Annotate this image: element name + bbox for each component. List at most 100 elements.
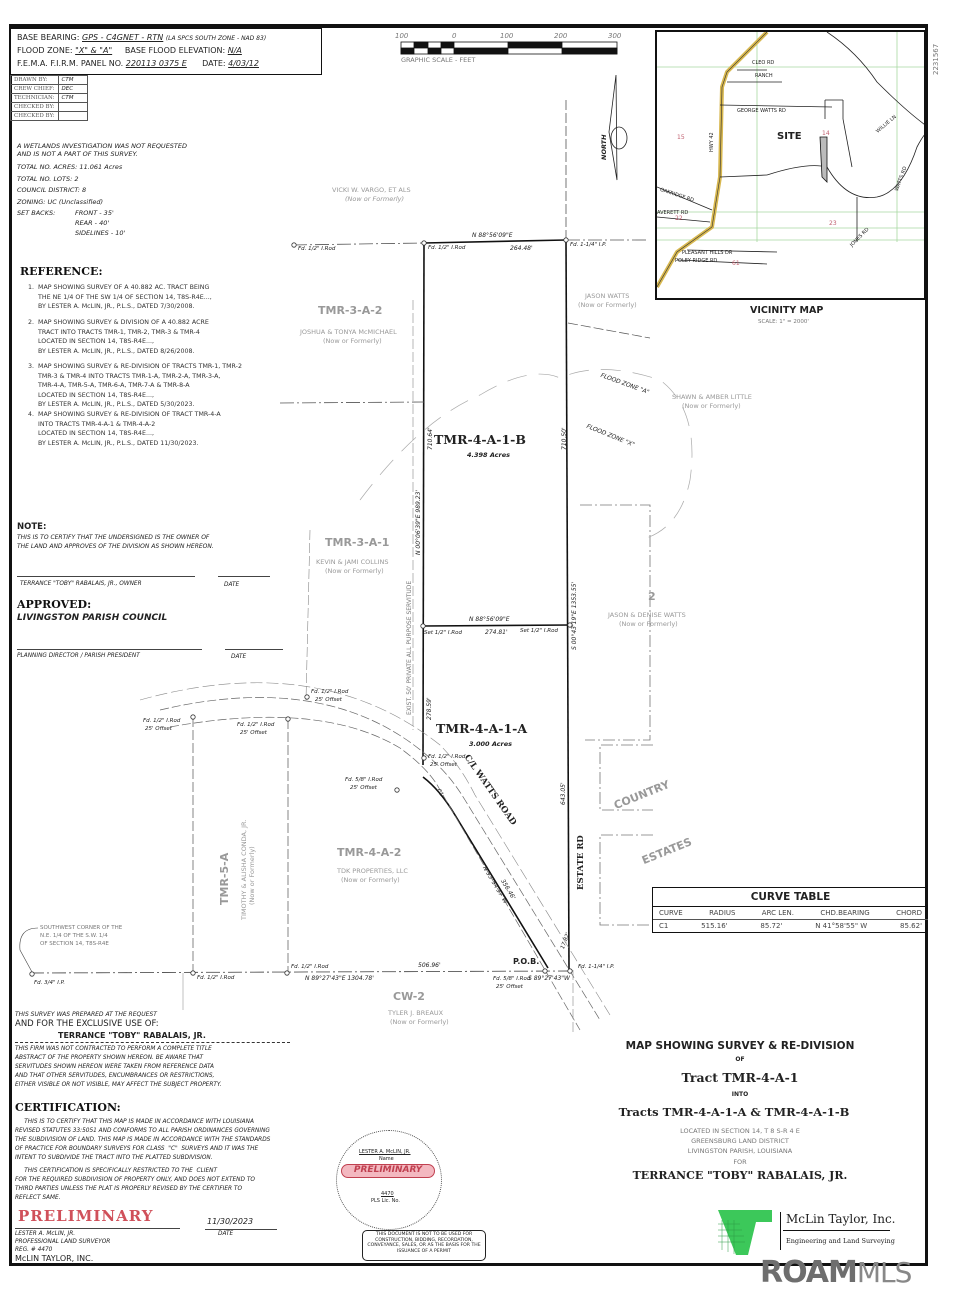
section-number: 15 [677, 134, 685, 141]
mclin-taylor-logo [718, 1210, 772, 1255]
reference-item: 4. MAP SHOWING SURVEY & RE-DIVISION OF T… [28, 411, 221, 447]
country-estates-lot-1 [580, 504, 651, 741]
watts-road-centerline [422, 776, 549, 969]
cell: C1 [659, 922, 669, 930]
crew-label: CHECKED BY: [10, 111, 59, 121]
flood-zone-boundary [359, 369, 693, 541]
road-label: CLEO RD [752, 60, 775, 66]
bfe-label: BASE FLOOD ELEVATION: [124, 46, 226, 55]
scale-tick: 100 [500, 32, 514, 40]
crew-row: TECHNICIAN:CTM [10, 93, 88, 103]
seal-license-label: PLS Lic. No. [371, 1198, 400, 1204]
road-label: RANCH [755, 73, 773, 79]
reference-item: 2. MAP SHOWING SURVEY & DIVISION OF A 40… [28, 319, 209, 355]
surveyor-signature-line [15, 1228, 180, 1229]
bearing-label: N 00°06'39"E 989.23' [415, 489, 422, 555]
tract-label: TMR-3-A-1 [325, 536, 390, 549]
monument-label: Set 1/2" I.Rod [424, 630, 462, 636]
certification-title: CERTIFICATION: [15, 1101, 121, 1114]
adjoiner-note: (Now or Formerly) [325, 567, 384, 575]
column-header: CHD.BEARING [820, 909, 870, 917]
setback-sidelines: SIDELINES - 10' [75, 229, 126, 237]
crew-value [57, 111, 88, 121]
watermark-suffix: MLS [856, 1256, 913, 1289]
title-into: INTO [731, 1091, 749, 1098]
setback-rear: REAR - 40' [75, 219, 110, 227]
road-label: AVERETT RD [657, 210, 689, 216]
logo-divider [780, 1212, 781, 1250]
tract-north-line [423, 239, 567, 244]
title-parish: LIVINGSTON PARISH, LOUISIANA [687, 1147, 793, 1155]
distance-label: 506.96' [418, 962, 441, 969]
planning-signature-label: PLANNING DIRECTOR / PARISH PRESIDENT [17, 653, 140, 659]
certification-text: INTENT TO SUBDIVIDE THE TRACT INTO THE P… [15, 1155, 213, 1161]
planning-date-line [225, 649, 283, 650]
council-district: COUNCIL DISTRICT: 8 [17, 186, 87, 194]
column-header: ARC LEN. [761, 909, 794, 917]
seal-license: 4470 [381, 1191, 394, 1197]
crew-row: CHECKED BY: [10, 111, 88, 121]
fema-date-value: 4/03/12 [228, 59, 259, 68]
disclaimer-line: SERVITUDES SHOWN HEREON WERE TAKEN FROM … [15, 1064, 215, 1070]
sheet-border [9, 24, 928, 1266]
crew-value: DEC [57, 84, 88, 94]
crew-label: CHECKED BY: [10, 102, 59, 112]
monument-label: Fd. 1/2" I.Rod [291, 964, 329, 970]
monument [567, 622, 573, 628]
monuments [29, 237, 573, 977]
monument-label: Fd. 1/2" I.Rod [143, 718, 181, 724]
monument [190, 970, 196, 976]
base-bearing-note: (LA SPCS SOUTH ZONE - NAD 83) [165, 35, 267, 42]
seal-preliminary-stamp: PRELIMINARY [341, 1164, 435, 1178]
tract-label: 2 [648, 590, 656, 603]
wetlands-note-1: A WETLANDS INVESTIGATION WAS NOT REQUEST… [17, 142, 188, 150]
scale-tick: 300 [608, 32, 622, 40]
cell: N 41°58'55" W [815, 922, 868, 930]
bearing-label: N 89°27'43"E 1304.78' [305, 975, 374, 982]
certification-date: 11/30/2023 [207, 1217, 254, 1226]
setbacks-label: SET BACKS: [17, 209, 56, 217]
monument-offset: 25' Offset [430, 762, 457, 768]
crew-label: DRAWN BY: [10, 75, 59, 85]
client-underline [15, 1042, 290, 1043]
sw-corner-leader [19, 927, 39, 973]
monument [567, 968, 573, 974]
tract-label: CW-2 [393, 990, 425, 1003]
section-lines [657, 32, 924, 242]
owner-signature-line [17, 576, 195, 577]
cell: 85.72' [760, 922, 783, 930]
tract-b-acres: 4.398 Acres [467, 451, 510, 459]
estate-rd-label: ESTATE RD [576, 835, 586, 890]
sw-corner-note: SOUTHWEST CORNER OF THE [40, 925, 123, 931]
section-number: 22 [675, 215, 683, 222]
scale-tick: 200 [554, 32, 568, 40]
adjoiner-name: TYLER J. BREAUX [388, 1009, 444, 1017]
adjoiner-note: (Now or Formerly) [323, 337, 382, 345]
tract-division-line [422, 624, 571, 627]
flood-zone-row: FLOOD ZONE: "X" & "A" BASE FLOOD ELEVATI… [17, 46, 242, 55]
adjoiner-note: (Now or Formerly) [390, 1018, 449, 1026]
tract-label: TMR-3-A-2 [318, 304, 383, 317]
owner-date-label: DATE [224, 582, 240, 588]
crew-label: TECHNICIAN: [10, 93, 59, 103]
distance-label: 710.50' [561, 427, 568, 450]
graphic-scale-bar [400, 41, 618, 55]
bearing-label: S 89°27'43"W [528, 975, 570, 982]
owner-note-line-2: THE LAND AND APPROVES OF THE DIVISION AS… [17, 543, 214, 550]
adjoiner-name: TDK PROPERTIES, LLC [337, 867, 408, 875]
monument [421, 755, 427, 761]
monument [29, 971, 35, 977]
monument-offset: 25' Offset [145, 726, 172, 732]
monument-label: Fd. 3/4" I.P. [34, 980, 65, 986]
monument [304, 694, 310, 700]
setback-front: FRONT - 35' [75, 209, 114, 217]
approving-body: LIVINGSTON PARISH COUNCIL [17, 613, 168, 623]
vicinity-map-title: VICINITY MAP [750, 305, 824, 316]
certification-text: THIS CERTIFICATION IS SPECIFICALLY RESTR… [15, 1168, 218, 1174]
section-number: 23 [829, 220, 837, 227]
tract-east-line [565, 239, 570, 971]
watts-road-south-row [169, 716, 581, 1031]
country-estates-lot-2 [599, 744, 653, 811]
sw-corner-note: OF SECTION 14, T8S-R4E [40, 941, 109, 947]
crew-table: DRAWN BY:CTM CREW CHIEF:DEC TECHNICIAN:C… [10, 75, 88, 121]
